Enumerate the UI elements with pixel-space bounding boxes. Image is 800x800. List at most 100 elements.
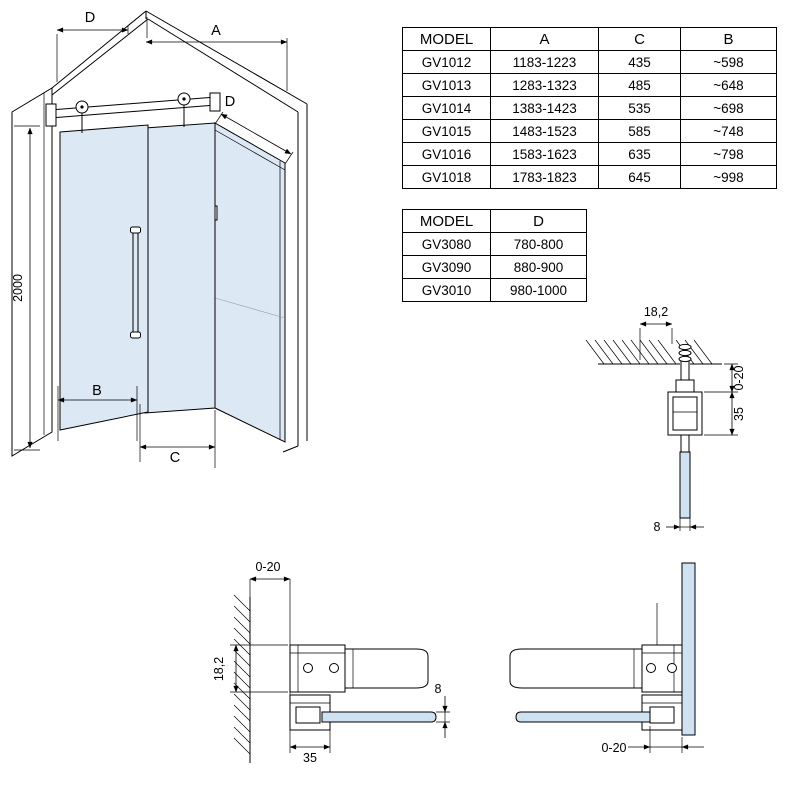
screw-hole	[329, 663, 339, 673]
sliding-door-panel	[59, 124, 149, 431]
screw-hole	[303, 663, 313, 673]
dim-label-182: 18,2	[644, 305, 668, 319]
table-cell: 780-800	[490, 232, 587, 256]
table-cell: ~648	[680, 73, 777, 97]
table-cell: 980-1000	[490, 278, 587, 302]
dimension-glass-8: 8	[435, 682, 450, 738]
col-header-a: A	[490, 27, 599, 51]
table-cell: 1183-1223	[490, 50, 599, 74]
table-cell: GV3010	[402, 278, 491, 302]
rail-end-bracket	[209, 92, 221, 112]
table-cell: 1783-1823	[490, 165, 599, 189]
table-header-row: MODEL A C B	[402, 27, 777, 51]
dimension-d-side: D	[214, 94, 294, 165]
dim-label-a: A	[211, 23, 221, 39]
table-cell: 635	[598, 142, 681, 166]
col-header-model: MODEL	[402, 209, 491, 233]
dimension-clamp-35: 35	[289, 730, 331, 765]
table-cell: 585	[598, 119, 681, 143]
door-glass-plan	[515, 711, 651, 723]
table-cell: GV1016	[402, 142, 491, 166]
table-header-row: MODEL D	[402, 209, 587, 233]
dimension-b: B	[57, 383, 138, 441]
table-cell: 1583-1623	[490, 142, 599, 166]
rail-plan	[344, 648, 429, 689]
room-walls	[51, 10, 308, 453]
table-cell: ~798	[680, 142, 777, 166]
wall-mount-section-detail: 18,2 0-20 35 8	[585, 305, 746, 534]
table-row: GV3090 880-900	[402, 255, 587, 279]
glass-clamp-plan	[289, 694, 331, 731]
table-cell: 535	[598, 96, 681, 120]
table-cell: GV1018	[402, 165, 491, 189]
dim-label-d-left: D	[85, 10, 95, 26]
adjusting-screw	[678, 343, 692, 380]
dimension-c: C	[139, 404, 216, 468]
table-row: GV1018 1783-1823 645 ~998	[402, 165, 777, 189]
table-cell: ~598	[680, 50, 777, 74]
glass-panel-plan	[321, 711, 437, 723]
wall-hatching	[233, 594, 251, 763]
col-header-model: MODEL	[402, 27, 491, 51]
dim-label-35: 35	[303, 751, 317, 765]
dimension-rail-35: 35	[704, 391, 746, 436]
table-row: GV1015 1483-1523 585 ~748	[402, 119, 777, 143]
table-row: GV3010 980-1000	[402, 278, 587, 302]
dimension-d-left: D	[56, 10, 129, 82]
table-cell: GV1015	[402, 119, 491, 143]
dim-label-c: C	[170, 450, 180, 466]
table-cell: GV3080	[402, 232, 491, 256]
table-cell: GV1012	[402, 50, 491, 74]
rail-profile-section	[667, 379, 703, 452]
dimension-glass-8: 8	[654, 518, 704, 534]
dim-label-b: B	[92, 383, 102, 399]
dim-label-020: 0-20	[255, 560, 280, 574]
col-header-b: B	[680, 27, 777, 51]
left-wall-slab	[11, 87, 53, 457]
table-cell: GV1014	[402, 96, 491, 120]
screw-hole	[667, 663, 677, 673]
dimension-gap-020: 0-20	[704, 363, 746, 393]
table-cell: GV1013	[402, 73, 491, 97]
dim-label-020: 0-20	[601, 741, 626, 755]
side-glass-panel	[207, 122, 286, 443]
dim-label-35: 35	[732, 407, 746, 421]
dimension-offset-182: 18,2	[212, 644, 288, 693]
fixed-front-panel	[144, 122, 216, 414]
table-row: GV1016 1583-1623 635 ~798	[402, 142, 777, 166]
col-header-d: D	[490, 209, 587, 233]
table-cell: ~698	[680, 96, 777, 120]
col-header-c: C	[598, 27, 681, 51]
side-glass-plan	[681, 562, 696, 736]
dim-label-182: 18,2	[212, 657, 226, 681]
table-cell: 1483-1523	[490, 119, 599, 143]
wall-hatching	[585, 339, 722, 365]
sliding-rail	[45, 92, 221, 133]
glass-profile-plan	[641, 603, 683, 693]
dim-label-020: 0-20	[732, 365, 746, 390]
wall-profile-plan	[289, 644, 346, 693]
table-cell: 645	[598, 165, 681, 189]
dimension-gap-020: 0-20	[601, 726, 704, 755]
dimension-height-2000: 2000	[11, 125, 40, 451]
wall-profile-plan-detail: 0-20 18,2 35 8	[212, 560, 450, 765]
spec-table-depth: MODEL D GV3080 780-800 GV3090 880-900 GV…	[402, 209, 587, 302]
table-row: GV1012 1183-1223 435 ~598	[402, 50, 777, 74]
dimension-a: A	[145, 17, 288, 91]
dim-label-8: 8	[654, 520, 661, 534]
dim-label-2000: 2000	[11, 274, 25, 302]
table-cell: 880-900	[490, 255, 587, 279]
corner-joint-plan-detail: 0-20	[509, 562, 704, 755]
table-row: GV1014 1383-1423 535 ~698	[402, 96, 777, 120]
dim-label-d-side: D	[225, 94, 235, 110]
table-cell: GV3090	[402, 255, 491, 279]
table-cell: 485	[598, 73, 681, 97]
table-row: GV3080 780-800	[402, 232, 587, 256]
spec-table-main: MODEL A C B GV1012 1183-1223 435 ~598 GV…	[402, 27, 777, 189]
rail-wall-bracket	[45, 103, 57, 127]
rail-plan	[509, 648, 643, 689]
table-cell: 435	[598, 50, 681, 74]
table-cell: ~748	[680, 119, 777, 143]
door-handle	[130, 226, 141, 339]
